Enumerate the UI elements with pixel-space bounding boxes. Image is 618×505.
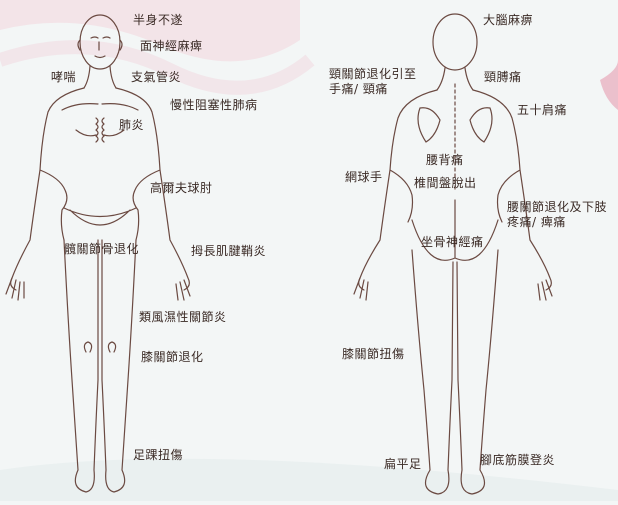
label-asthma: 哮喘 [51, 70, 77, 84]
back-hands [353, 277, 553, 301]
back-body-figure [353, 13, 553, 495]
label-frozen-shoulder: 五十肩痛 [517, 103, 568, 117]
label-cervical-spondylosis-1: 頸關節退化引至 [329, 67, 417, 81]
label-de-quervain: 拇長肌腱鞘炎 [191, 244, 267, 258]
back-neck [436, 67, 474, 91]
label-ankle-sprain: 足踝扭傷 [133, 448, 184, 462]
back-torso-left [358, 89, 438, 291]
label-disc-herniation: 椎間盤脫出 [414, 176, 477, 190]
label-knee-sprain: 膝關節扭傷 [342, 347, 405, 361]
label-stroke: 大腦麻痹 [483, 13, 534, 27]
label-facial-palsy: 面神經麻痺 [140, 39, 203, 53]
front-chest [61, 103, 139, 137]
label-plantar-fasciitis: 腳底筋膜登炎 [480, 453, 556, 467]
label-hip-degeneration: 髖關節骨退化 [64, 242, 140, 256]
label-golfers-elbow: 高爾夫球肘 [150, 181, 213, 195]
back-shoulder-blades [417, 107, 493, 143]
label-bronchitis: 支氣管炎 [131, 70, 182, 84]
label-flat-feet: 扁平足 [384, 457, 422, 471]
label-copd: 慢性阻塞性肺病 [170, 98, 258, 112]
front-torso-left [10, 87, 85, 291]
label-rheumatoid-arthritis: 類風濕性關節炎 [139, 310, 227, 324]
front-neck [83, 65, 117, 89]
front-ribs [95, 117, 105, 143]
front-ears [77, 39, 123, 51]
label-tennis-elbow: 網球手 [345, 170, 383, 184]
label-knee-degeneration: 膝關節退化 [141, 350, 204, 364]
front-face [90, 36, 111, 59]
label-sciatica: 坐骨神經痛 [421, 235, 484, 249]
label-lumbar-degeneration-1: 腰關節退化及下肢 [507, 200, 608, 214]
front-body-figure [5, 14, 191, 493]
back-legs [411, 249, 499, 495]
front-head [79, 14, 121, 70]
label-lumbar-degeneration-2: 疼痛/ 痺痛 [507, 215, 566, 229]
back-head [432, 13, 478, 71]
back-buttocks [411, 199, 499, 261]
front-hands [5, 277, 191, 301]
back-torso-right [472, 89, 552, 291]
label-hemiplegia: 半身不遂 [133, 13, 184, 27]
front-torso-right [115, 87, 190, 291]
front-hips [63, 207, 137, 226]
label-pneumonia: 肺炎 [119, 118, 145, 132]
front-knees [83, 341, 117, 353]
label-back-pain: 腰背痛 [426, 153, 464, 167]
label-cervical-spondylosis-2: 手痛/ 頸痛 [329, 82, 388, 96]
front-legs [63, 239, 137, 493]
label-neck-shoulder-pain: 頸膊痛 [484, 70, 522, 84]
